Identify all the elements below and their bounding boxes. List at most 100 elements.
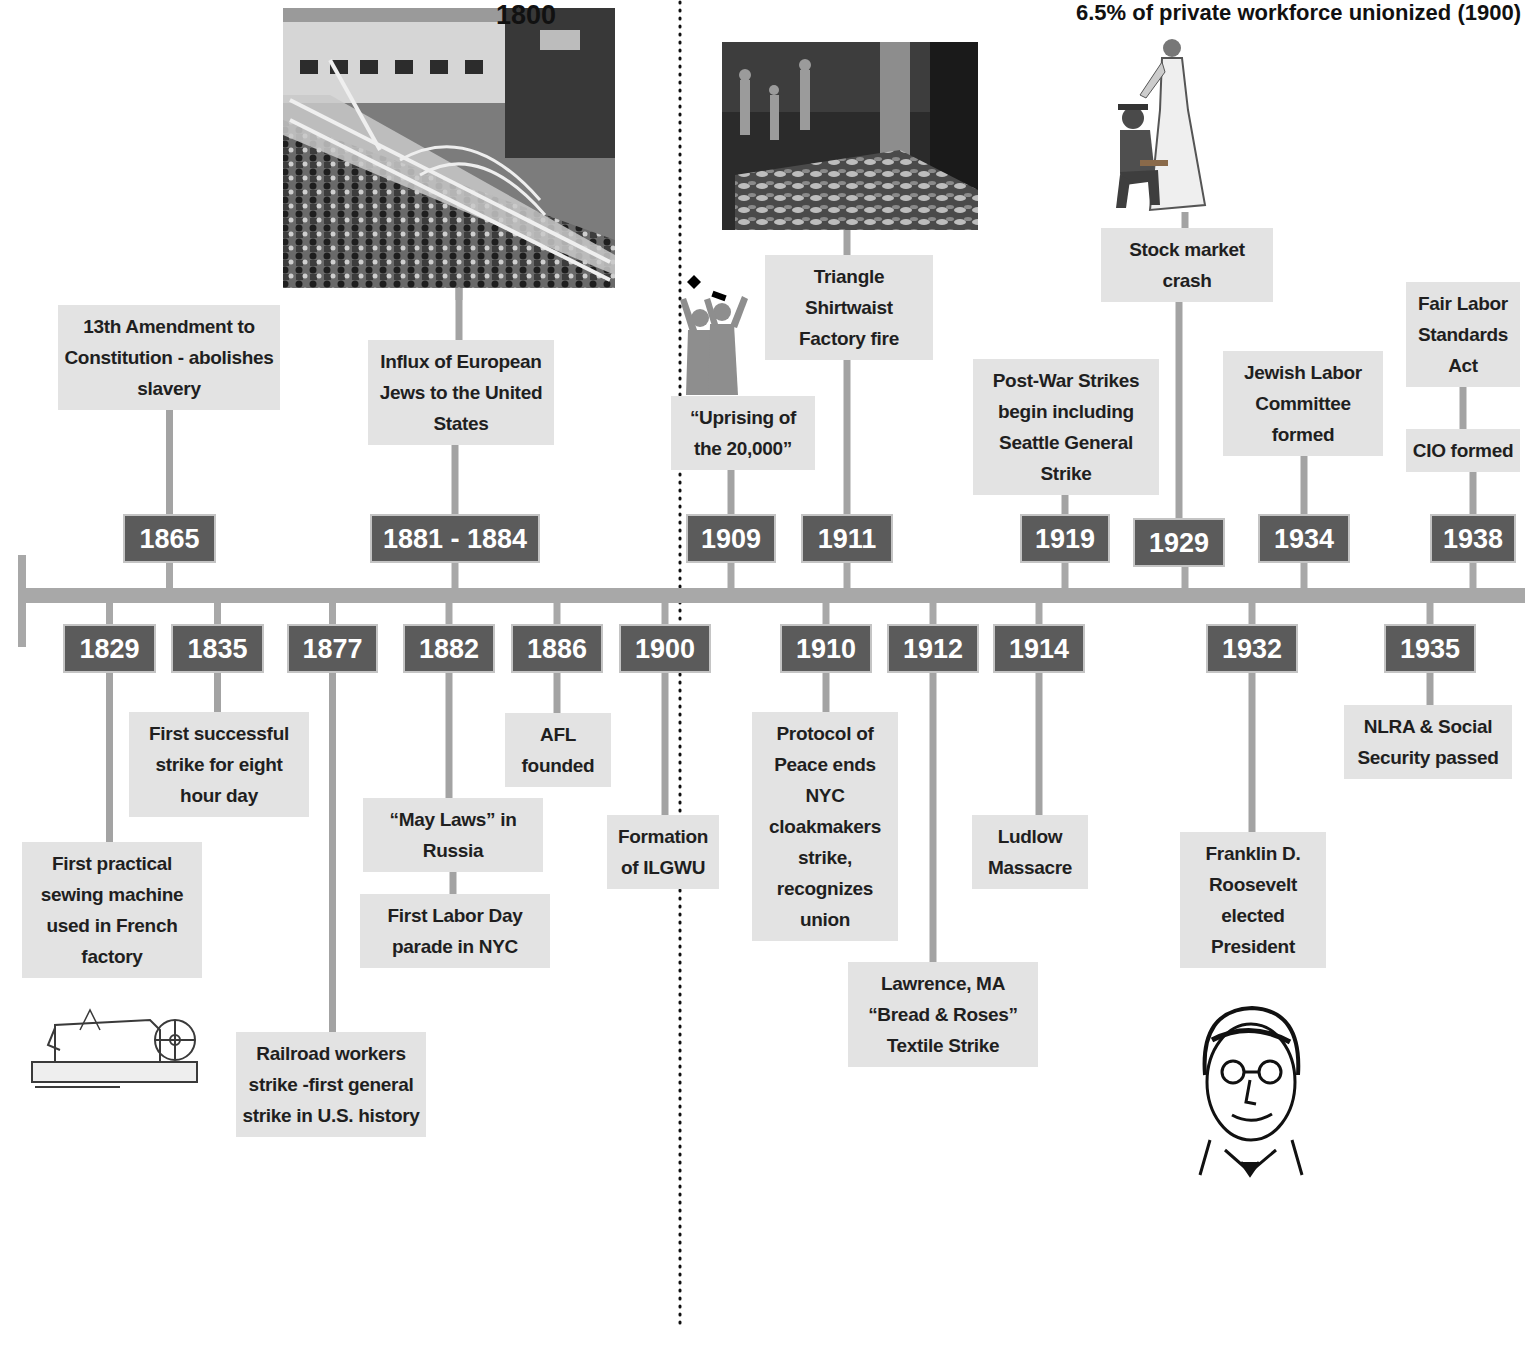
year-box: 1929	[1133, 518, 1225, 567]
axis-ticks	[110, 563, 1474, 624]
event-text: “May Laws” in Russia	[369, 804, 537, 866]
year-box: 1912	[887, 624, 979, 673]
event-box: AFL founded	[505, 713, 611, 787]
start-year-label: 1800	[496, 0, 556, 31]
event-box: Lawrence, MA “Bread & Roses” Textile Str…	[848, 962, 1038, 1067]
timeline-stem	[823, 673, 830, 712]
timeline-stem	[1036, 673, 1043, 815]
year-box: 1829	[63, 624, 156, 673]
year-label: 1914	[1009, 634, 1069, 664]
year-label: 1910	[796, 634, 856, 664]
event-box: Stock market crash	[1101, 228, 1273, 302]
event-box: First practical sewing machine used in F…	[22, 842, 202, 978]
timeline-stem	[1062, 495, 1069, 514]
year-box: 1877	[287, 624, 378, 673]
year-label: 1935	[1400, 634, 1460, 664]
event-box: First successful strike for eight hour d…	[129, 712, 309, 817]
year-label: 1829	[79, 634, 139, 664]
protest-figures	[680, 275, 748, 395]
event-text: First successful strike for eight hour d…	[135, 718, 303, 811]
event-text: Triangle Shirtwaist Factory fire	[771, 261, 927, 354]
event-box: Triangle Shirtwaist Factory fire	[765, 255, 933, 360]
event-text: Railroad workers strike -first general s…	[242, 1038, 420, 1131]
timeline-stem	[1460, 387, 1467, 429]
year-box: 1938	[1430, 514, 1516, 563]
timeline-stem	[329, 673, 336, 1032]
year-box: 1919	[1020, 514, 1110, 563]
year-box: 1835	[171, 624, 264, 673]
timeline-stem	[1249, 673, 1256, 832]
event-text: Protocol of Peace ends NYC cloakmakers s…	[758, 718, 892, 935]
crash-illustration	[1116, 39, 1205, 210]
event-box: Railroad workers strike -first general s…	[236, 1032, 426, 1137]
year-label: 1877	[302, 634, 362, 664]
timeline-stem	[166, 410, 173, 514]
year-label: 1911	[818, 524, 877, 554]
year-box: 1934	[1258, 514, 1350, 563]
event-text: Ludlow Massacre	[978, 821, 1082, 883]
event-text: Franklin D. Roosevelt elected President	[1186, 838, 1320, 962]
timeline-stem	[450, 872, 457, 894]
picture-leader	[844, 230, 851, 255]
event-box: First Labor Day parade in NYC	[360, 894, 550, 968]
year-box: 1910	[780, 624, 872, 673]
event-text: AFL founded	[511, 719, 605, 781]
event-text: Stock market crash	[1107, 234, 1267, 296]
event-box: NLRA & Social Security passed	[1344, 705, 1512, 779]
event-text: Post-War Strikes begin including Seattle…	[979, 365, 1153, 489]
event-text: Influx of European Jews to the United St…	[374, 346, 548, 439]
event-box: CIO formed	[1406, 429, 1520, 472]
axis-end	[18, 555, 26, 647]
event-box: Fair Labor Standards Act	[1406, 282, 1520, 387]
timeline-stem	[1470, 472, 1477, 514]
event-text: 13th Amendment to Constitution - abolish…	[64, 311, 274, 404]
picture-leader	[456, 288, 463, 340]
timeline-stem	[844, 360, 851, 514]
year-box: 1932	[1206, 624, 1298, 673]
year-label: 1835	[187, 634, 247, 664]
year-box: 1881 - 1884	[370, 514, 540, 563]
year-label: 1886	[527, 634, 587, 664]
timeline-stem	[214, 673, 221, 712]
year-label: 1900	[635, 634, 695, 664]
year-label: 1909	[701, 524, 761, 554]
event-text: First Labor Day parade in NYC	[366, 900, 544, 962]
year-box: 1865	[123, 514, 216, 563]
event-text: Fair Labor Standards Act	[1412, 288, 1514, 381]
year-box: 1900	[619, 624, 711, 673]
timeline-stem	[1176, 302, 1183, 518]
year-box: 1886	[511, 624, 603, 673]
picture-leader	[1182, 212, 1189, 228]
event-box: 13th Amendment to Constitution - abolish…	[58, 305, 280, 410]
year-box: 1909	[686, 514, 776, 563]
year-box: 1935	[1384, 624, 1476, 673]
year-label: 1881 - 1884	[383, 524, 527, 554]
year-box: 1914	[993, 624, 1085, 673]
event-box: Ludlow Massacre	[972, 815, 1088, 889]
year-box: 1882	[403, 624, 495, 673]
year-label: 1882	[419, 634, 479, 664]
event-box: “Uprising of the 20,000”	[671, 396, 815, 470]
event-text: Lawrence, MA “Bread & Roses” Textile Str…	[854, 968, 1032, 1061]
year-label: 1934	[1274, 524, 1334, 554]
fire-photo	[722, 42, 978, 230]
event-box: Jewish Labor Committee formed	[1223, 351, 1383, 456]
event-text: First practical sewing machine used in F…	[28, 848, 196, 972]
fdr-portrait	[1200, 1008, 1302, 1175]
event-text: CIO formed	[1412, 435, 1514, 466]
sewing-machine	[32, 1010, 197, 1087]
timeline-stem	[662, 673, 669, 815]
timeline-stem	[106, 673, 113, 842]
timeline-stem	[1301, 456, 1308, 514]
footnote-label: 6.5% of private workforce unionized (190…	[1076, 0, 1521, 26]
year-label: 1919	[1035, 524, 1095, 554]
event-box: Influx of European Jews to the United St…	[368, 340, 554, 445]
year-label: 1932	[1222, 634, 1282, 664]
event-box: Post-War Strikes begin including Seattle…	[973, 359, 1159, 495]
timeline-stem	[554, 673, 561, 713]
year-label: 1929	[1149, 528, 1209, 558]
timeline-stem	[452, 445, 459, 514]
year-label: 1865	[139, 524, 199, 554]
